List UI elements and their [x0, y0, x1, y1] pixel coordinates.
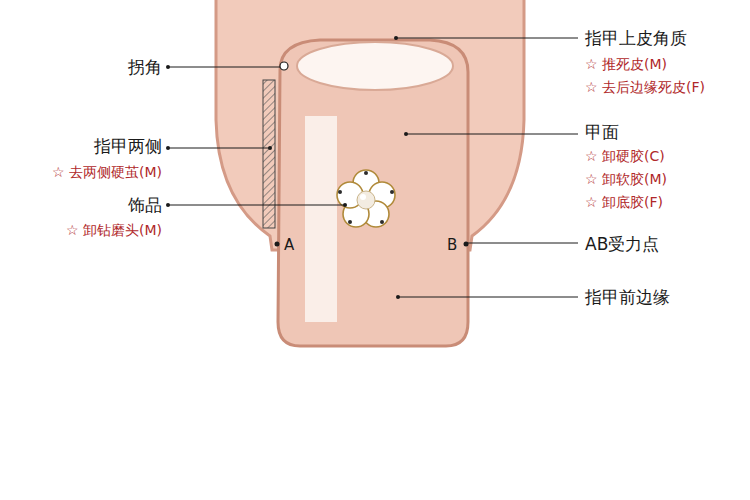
part-label: 甲面: [585, 122, 619, 142]
part-label: 指甲上皮角质: [585, 28, 687, 48]
point-label: A: [284, 236, 294, 254]
task-note: ☆ 卸硬胶(C): [585, 148, 665, 165]
task-note: ☆ 卸底胶(F): [585, 194, 663, 211]
part-label: 指甲两侧: [94, 136, 162, 156]
part-label: 拐角: [128, 57, 162, 77]
task-note: ☆ 推死皮(M): [585, 56, 667, 73]
task-note: ☆ 去两侧硬茧(M): [52, 164, 162, 181]
point-label: B: [447, 236, 457, 254]
part-label: AB受力点: [585, 234, 659, 254]
part-label: 饰品: [128, 195, 162, 215]
task-note: ☆ 卸软胶(M): [585, 171, 667, 188]
part-label: 指甲前边缘: [585, 287, 670, 307]
task-note: ☆ 卸钻磨头(M): [66, 222, 162, 239]
task-note: ☆ 去后边缘死皮(F): [585, 79, 705, 96]
